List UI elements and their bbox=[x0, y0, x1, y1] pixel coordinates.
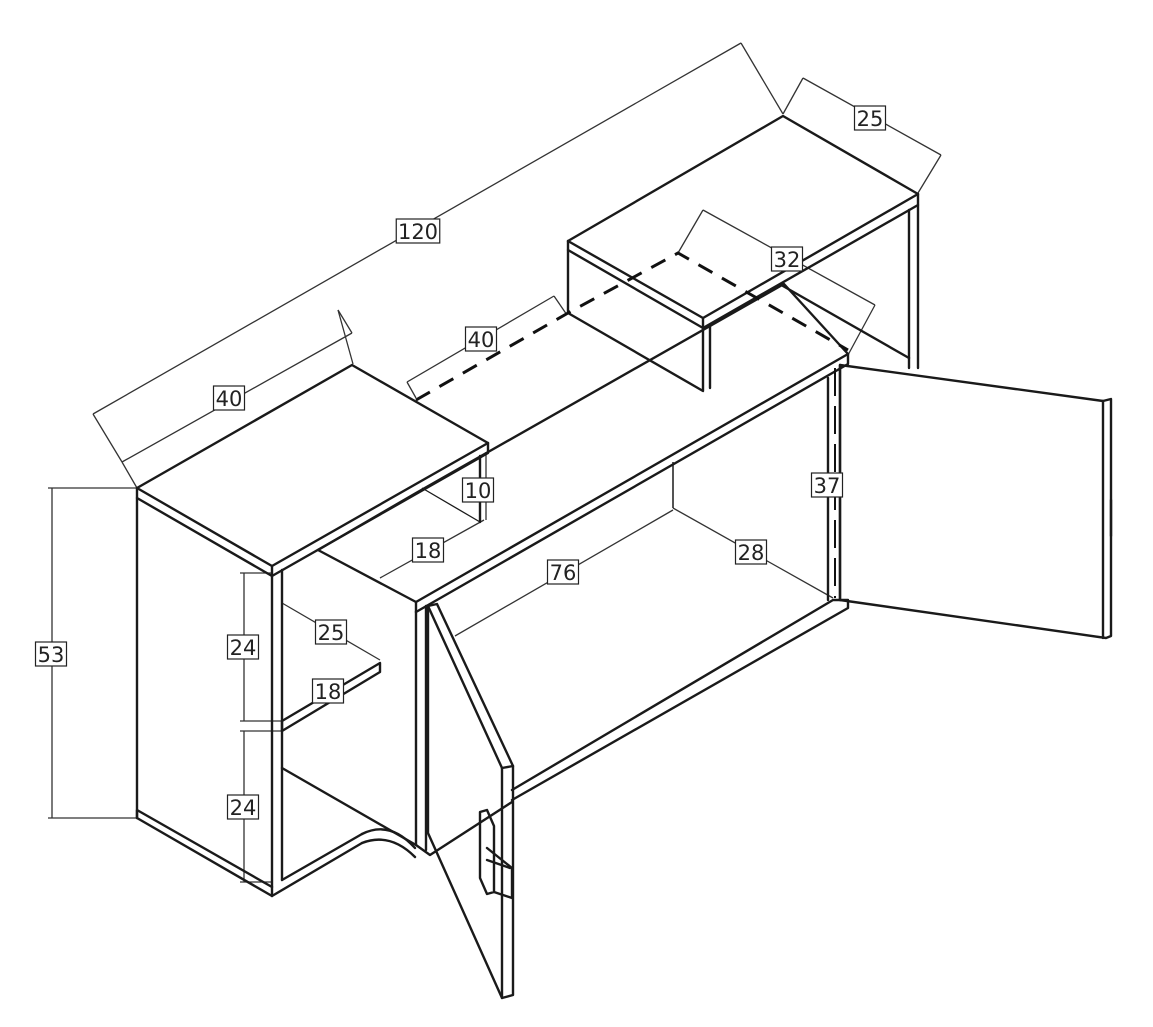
dimension-value: 37 bbox=[814, 474, 841, 498]
dimension-label-box bbox=[810, 472, 844, 498]
dimension-label-box bbox=[34, 641, 68, 667]
dimension-value: 25 bbox=[857, 107, 884, 131]
dimension-label-left-unit-width: 40 bbox=[212, 385, 246, 411]
dimension-value: 18 bbox=[415, 539, 442, 563]
dimension-label-top-gap-length: 40 bbox=[464, 326, 498, 352]
dimension-value: 10 bbox=[465, 479, 492, 503]
dimension-label-box bbox=[212, 385, 246, 411]
dimension-label-upper-compartment-height: 24 bbox=[226, 634, 260, 660]
dimension-value: 76 bbox=[550, 561, 577, 585]
dimension-value: 25 bbox=[318, 621, 345, 645]
dimension-value: 18 bbox=[315, 680, 342, 704]
dimension-label-top-shelf-depth: 25 bbox=[853, 105, 887, 131]
dimension-label-cabinet-inner-depth: 28 bbox=[734, 539, 768, 565]
dimension-label-cabinet-inner-height: 37 bbox=[810, 472, 844, 498]
dimension-label-top-shelf-width: 32 bbox=[770, 246, 804, 272]
dimension-value: 24 bbox=[230, 796, 257, 820]
dimension-value: 24 bbox=[230, 636, 257, 660]
dimension-label-box bbox=[226, 634, 260, 660]
dimension-label-box bbox=[546, 559, 580, 585]
dimension-label-box bbox=[853, 105, 887, 131]
dimension-label-cabinet-inner-width: 76 bbox=[546, 559, 580, 585]
dimension-label-overall-length: 120 bbox=[395, 218, 441, 244]
dimension-label-shelf-depth: 18 bbox=[311, 678, 345, 704]
dimension-label-box bbox=[464, 326, 498, 352]
dimension-label-overhang-depth: 18 bbox=[411, 537, 445, 563]
dimension-label-box bbox=[311, 678, 345, 704]
dimension-label-shelf-width: 25 bbox=[314, 619, 348, 645]
dimension-value: 32 bbox=[774, 248, 801, 272]
dimension-labels: 120 25 32 40 40 10 18 53 24 24 25 18 76 28 37 bbox=[34, 105, 887, 820]
dimension-label-total-height: 53 bbox=[34, 641, 68, 667]
right-door bbox=[834, 363, 1113, 640]
left-door bbox=[426, 602, 515, 1000]
dimension-value: 40 bbox=[468, 328, 495, 352]
dimension-label-box bbox=[411, 537, 445, 563]
left-unit bbox=[135, 363, 490, 898]
dimension-label-box bbox=[314, 619, 348, 645]
dimension-label-lower-compartment-height: 24 bbox=[226, 794, 260, 820]
door-handle-icon bbox=[478, 808, 514, 900]
dimension-value: 40 bbox=[216, 387, 243, 411]
dimension-label-overhang-height: 10 bbox=[461, 477, 495, 503]
dimension-label-box bbox=[461, 477, 495, 503]
dimension-value: 53 bbox=[38, 643, 65, 667]
dimension-label-box bbox=[395, 218, 441, 244]
dimension-value: 120 bbox=[398, 220, 438, 244]
dimension-label-box bbox=[770, 246, 804, 272]
main-cabinet bbox=[316, 282, 850, 857]
dimension-value: 28 bbox=[738, 541, 765, 565]
top-shelf-box bbox=[415, 114, 920, 402]
dimension-label-box bbox=[226, 794, 260, 820]
dimension-label-box bbox=[734, 539, 768, 565]
